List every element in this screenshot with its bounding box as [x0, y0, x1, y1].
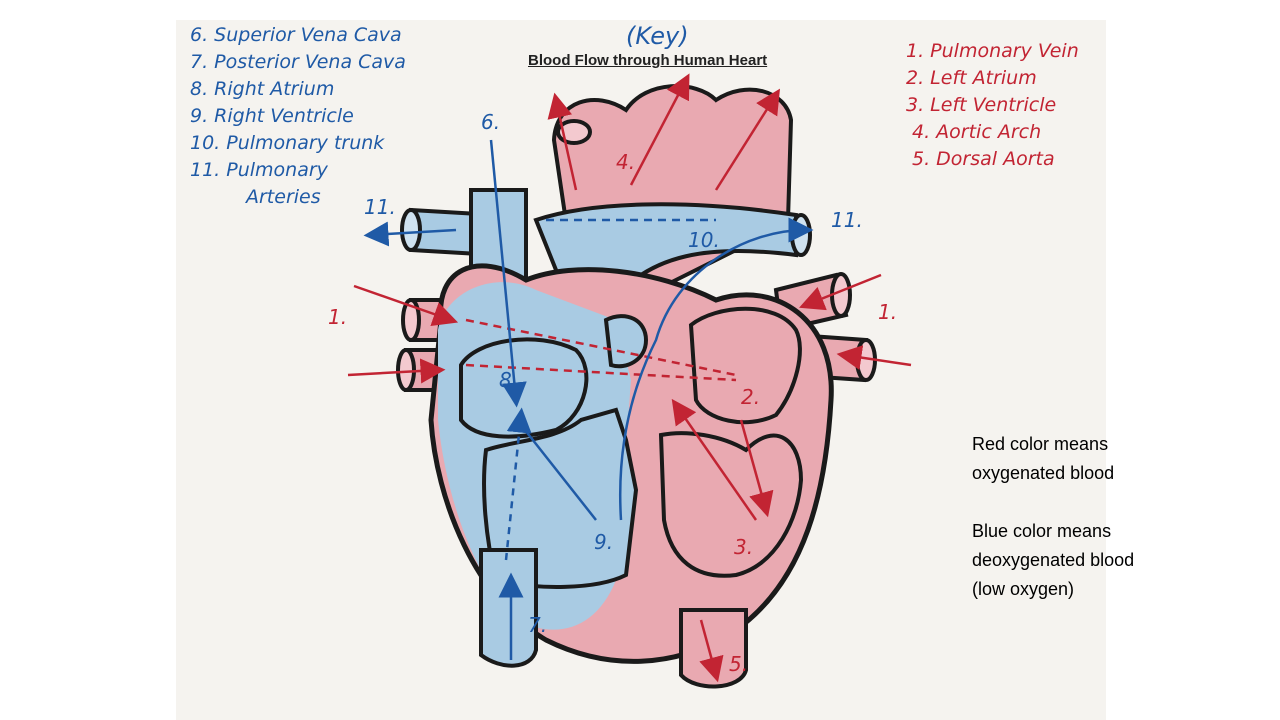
left-ventricle [658, 431, 804, 578]
label-5: 5. [729, 652, 749, 676]
label-2: 2. [741, 385, 761, 409]
color-legend-note: Red color means oxygenated blood Blue co… [972, 430, 1134, 604]
label-4: 4. [616, 150, 636, 174]
label-9: 9. [594, 530, 614, 554]
right-ventricle [482, 407, 639, 589]
note-line: Blue color means [972, 521, 1112, 541]
legend-item: 4. Aortic Arch [912, 121, 1042, 143]
legend-item: 6. Superior Vena Cava [190, 24, 402, 46]
label-10: 10. [688, 228, 720, 252]
label-8: 8. [499, 368, 519, 392]
label-1-right: 1. [878, 300, 898, 324]
legend-item: 3. Left Ventricle [906, 94, 1057, 116]
note-line: oxygenated blood [972, 463, 1115, 483]
diagram-photo: (Key) Blood Flow through Human Heart 6. … [176, 20, 1106, 720]
key-label: (Key) [626, 22, 689, 50]
legend-item: 5. Dorsal Aorta [912, 148, 1055, 170]
legend-item: 7. Posterior Vena Cava [190, 51, 406, 73]
label-11-left: 11. [364, 195, 396, 219]
red-flow-arrows [347, 73, 912, 683]
heart-diagram [347, 73, 912, 689]
label-6: 6. [481, 110, 501, 134]
note-line: (low oxygen) [972, 579, 1075, 599]
right-atrium [459, 337, 589, 439]
aorta-opening [556, 119, 592, 145]
label-11-right: 11. [831, 208, 863, 232]
posterior-vena-cava [479, 548, 538, 668]
legend-item: 9. Right Ventricle [190, 105, 354, 127]
note-line: deoxygenated blood [972, 550, 1135, 570]
label-3: 3. [734, 535, 754, 559]
label-1-left: 1. [328, 305, 348, 329]
legend-deoxygenated: 6. Superior Vena Cava 7. Posterior Vena … [190, 22, 406, 211]
note-line: Red color means [972, 434, 1109, 454]
dorsal-aorta [679, 608, 748, 689]
legend-item: 8. Right Atrium [190, 78, 335, 100]
legend-item: 10. Pulmonary trunk [190, 132, 385, 154]
left-atrium [688, 306, 802, 425]
legend-oxygenated: 1. Pulmonary Vein 2. Left Atrium 3. Left… [906, 38, 1079, 173]
septum [603, 314, 649, 369]
legend-item: Arteries [246, 186, 321, 208]
legend-item: 11. Pulmonary [190, 159, 328, 181]
label-7: 7. [528, 613, 548, 637]
legend-item: 2. Left Atrium [906, 67, 1037, 89]
legend-item: 1. Pulmonary Vein [906, 40, 1079, 62]
diagram-title: Blood Flow through Human Heart [528, 52, 768, 69]
blue-flow-arrows [363, 139, 814, 660]
